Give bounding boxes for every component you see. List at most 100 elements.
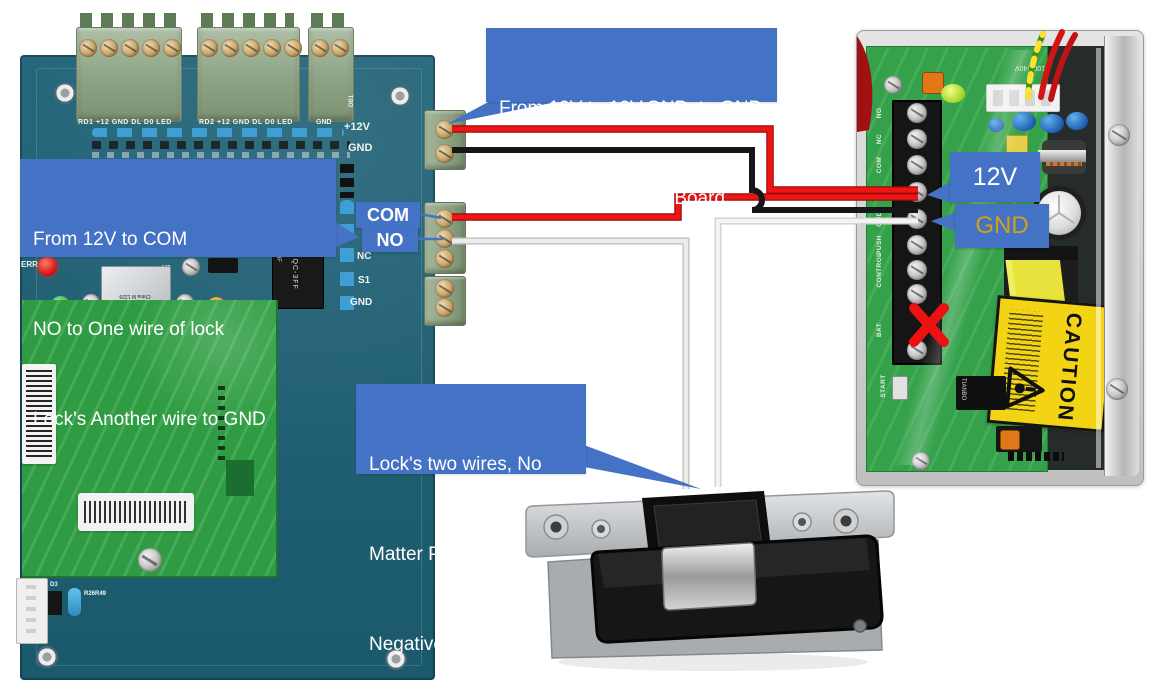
transformer-clamp (1004, 246, 1078, 260)
silkscreen-reader1: RD1 +12 GND DL D0 LED (78, 119, 172, 126)
caution-text: CAUTION (1053, 311, 1086, 424)
silkscreen-gnd: GND (316, 119, 332, 126)
electric-strike-lock (525, 490, 895, 671)
housing-screw (853, 619, 867, 633)
barcode-bars (26, 370, 52, 458)
power-led (941, 84, 965, 103)
psu-terminal-nc (907, 129, 927, 149)
cover-edge-highlight (1096, 48, 1101, 468)
terminal-screw (79, 39, 97, 57)
start-label: START (879, 374, 887, 398)
caution-label: CAUTION (986, 295, 1116, 433)
r26-label: R26R49 (84, 591, 107, 597)
terminal-screw-nc (435, 249, 454, 268)
lock-callout: Lock's two wires, No Matter Positive or … (356, 384, 586, 655)
terminal-screw-com (435, 209, 454, 228)
terminal-screw (242, 39, 260, 57)
resistor-row (92, 152, 350, 158)
silkscreen-power-gnd: GND (348, 142, 373, 154)
relay-brand: HF (275, 254, 281, 262)
strike-keeper (661, 542, 757, 611)
psu-label-control: CONTROL (875, 252, 883, 288)
lock-shadow (558, 653, 868, 671)
terminal-screw-gnd2 (435, 298, 454, 317)
terminal-screw (142, 39, 160, 57)
psu-gnd-label: GND (955, 204, 1049, 248)
barcode-bars (84, 501, 188, 523)
silkscreen-nc: NC (357, 251, 372, 262)
trimmer2 (1000, 430, 1020, 450)
power-callout-line1: From 12V to 12V,GND to GND (499, 98, 763, 119)
ac-connector (986, 84, 1060, 112)
mounting-hole (54, 82, 76, 104)
silkscreen-plus12v: +12V (344, 121, 370, 133)
terminal-screw (221, 39, 239, 57)
lock-callout-line1: Lock's two wires, No (369, 454, 542, 475)
diode-row (92, 128, 344, 137)
terminal-screw (331, 39, 349, 57)
ac-rating-label: 100-240V (1014, 64, 1046, 71)
component-d3 (48, 591, 62, 615)
d3-label: D3 (50, 582, 58, 588)
pin-header (1008, 452, 1064, 461)
disc-capacitor (988, 118, 1004, 132)
psu-terminal-12v (907, 182, 927, 202)
relay-model: JQC-3FF (291, 254, 298, 290)
psu-relay: TIANBO (956, 376, 1006, 410)
psu-12v-label: 12V (950, 152, 1040, 202)
psu-terminal-gnd (907, 209, 927, 229)
terminal-screw (263, 39, 281, 57)
transistor (208, 258, 238, 273)
terminal-tabs (201, 13, 294, 28)
psu-terminal-push (907, 235, 927, 255)
silkscreen-s1: S1 (358, 275, 371, 286)
power-callout-line2: To power on Control Board (499, 188, 726, 209)
no-label: NO (362, 228, 418, 252)
disc-capacitor (1012, 112, 1036, 131)
mounting-hole (389, 85, 411, 107)
psu-label-bat: BAT (875, 322, 883, 338)
voltage-trimmer (922, 72, 944, 94)
terminal-screw (163, 39, 181, 57)
com-label: COM (356, 202, 420, 228)
relay-callout-line2: NO to One wire of lock (33, 319, 225, 340)
mounting-hole (385, 648, 407, 670)
terminal-screw-s1 (435, 279, 454, 298)
terminal-screw (200, 39, 218, 57)
psu-terminal-bat-minus (907, 340, 927, 360)
barcode-sticker-vertical (22, 364, 56, 464)
silkscreen-reader2: RD2 +12 GND DL D0 LED (199, 119, 293, 126)
relay-callout-line1: From 12V to COM (33, 229, 188, 250)
header-holes (218, 386, 225, 462)
network-subboard (22, 300, 278, 578)
err-label: ERR (21, 260, 38, 269)
silkscreen-gnd-bottom: GND (350, 297, 373, 308)
case-screw (1106, 378, 1128, 400)
start-button (892, 376, 908, 400)
faceplate-hole-center (840, 515, 852, 527)
heatsink-screw (182, 258, 200, 276)
power-callout: From 12V to 12V,GND to GND To power on C… (486, 28, 777, 209)
caution-symbol-icon (1005, 366, 1045, 409)
psu-terminal-no (907, 103, 927, 123)
psu-relay-brand: TIANBO (960, 378, 966, 401)
terminal-screw-12v (435, 120, 454, 139)
case-screw (1108, 124, 1130, 146)
white-connector (16, 578, 48, 644)
err-led (38, 257, 57, 276)
resistor-row (92, 141, 350, 149)
faceplate-screw-center (597, 525, 605, 533)
component-column (340, 164, 354, 198)
serial-number-sticker (78, 493, 194, 531)
faceplate-hole-center (550, 521, 562, 533)
relay: HF JQC-3FF (272, 249, 324, 309)
lock-callout-line3: Negative (369, 634, 444, 655)
psu-pcb-screw (884, 76, 902, 94)
relay-callout: From 12V to COM NO to One wire of lock L… (20, 159, 336, 430)
psu-terminal-control (907, 260, 927, 280)
psu-terminal-bat-plus (907, 284, 927, 304)
mounting-hole (36, 646, 58, 668)
disc-capacitor (1066, 112, 1088, 130)
silkscreen-db1: DB1 (349, 95, 355, 108)
psu-right-wall (1104, 36, 1139, 476)
